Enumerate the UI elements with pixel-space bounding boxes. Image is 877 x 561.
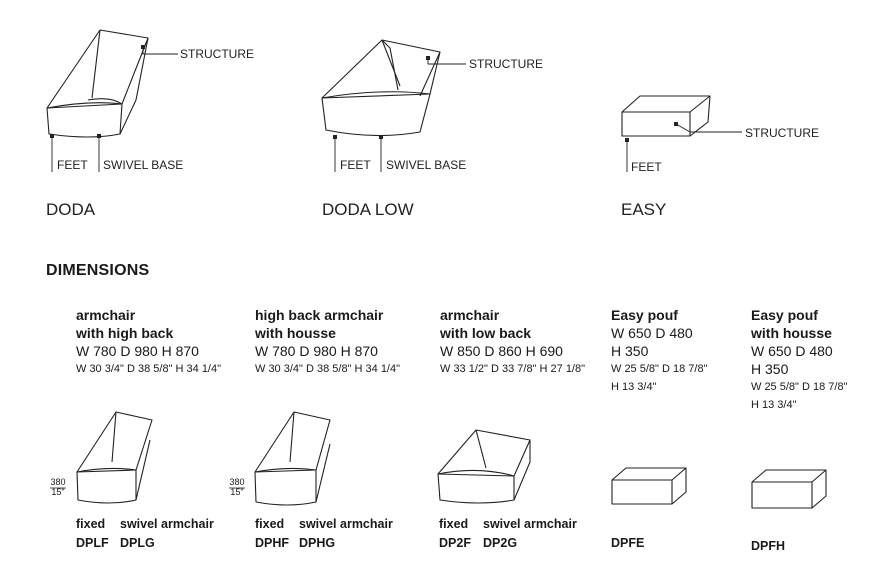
doda-swivel-base-label: SWIVEL BASE xyxy=(103,158,184,172)
easy-structure-label: STRUCTURE xyxy=(745,126,819,140)
product-dp2f: armchair with low back W 850 D 860 H 690… xyxy=(440,306,585,378)
product-name-line1: armchair xyxy=(76,307,136,323)
doda-low-feet-label: FEET xyxy=(340,158,371,172)
seat-height-mm: 380 xyxy=(50,477,66,487)
code-dpfe: DPFE xyxy=(611,536,645,550)
dimensions-inches: W 33 1/2" D 33 7/8" H 27 1/8" xyxy=(440,363,586,375)
dpfe-drawing xyxy=(611,467,687,505)
seat-height-in: 15" xyxy=(51,487,65,497)
variant-swivel-label: swivel armchair xyxy=(483,517,577,531)
dimensions-mm: W 780 D 980 H 870 xyxy=(76,343,199,359)
doda-feet-label: FEET xyxy=(57,158,88,172)
dplf-drawing xyxy=(76,411,153,504)
seat-height-note-dphf: 380 15" xyxy=(226,477,248,497)
product-dpfh: Easy pouf with housse W 650 D 480 H 350 … xyxy=(751,306,847,414)
doda-low-drawing xyxy=(321,39,441,137)
dphf-drawing xyxy=(254,411,331,506)
variant-fixed-label: fixed xyxy=(439,517,469,531)
dimensions-mm-1: W 650 D 480 xyxy=(611,325,693,341)
codes-dphf: fixed swivel armchair DPHF DPHG xyxy=(255,515,393,553)
product-name-line2: with housse xyxy=(255,325,336,341)
variant-fixed-code: DP2F xyxy=(439,536,471,550)
doda-drawing xyxy=(46,29,149,138)
variant-fixed-code: DPHF xyxy=(255,536,290,550)
doda-title: DODA xyxy=(46,200,96,219)
dp2f-drawing xyxy=(437,429,531,504)
product-dplf: armchair with high back W 780 D 980 H 87… xyxy=(76,306,221,378)
dimensions-inches-1: W 25 5/8" D 18 7/8" xyxy=(751,381,848,393)
dimensions-inches-2: H 13 3/4" xyxy=(751,399,797,411)
dpfh-drawing xyxy=(751,469,827,509)
variant-fixed-label: fixed xyxy=(76,517,106,531)
dimensions-mm: W 780 D 980 H 870 xyxy=(255,343,378,359)
easy-title: EASY xyxy=(621,200,667,219)
dimensions-inches: W 30 3/4" D 38 5/8" H 34 1/4" xyxy=(76,363,222,375)
dimensions-mm-2: H 350 xyxy=(751,361,789,377)
variant-fixed-code: DPLF xyxy=(76,536,109,550)
seat-height-mm: 380 xyxy=(229,477,245,487)
variant-swivel-code: DPHG xyxy=(299,536,336,550)
variant-swivel-code: DPLG xyxy=(120,536,155,550)
dimensions-mm: W 850 D 860 H 690 xyxy=(440,343,563,359)
variant-swivel-label: swivel armchair xyxy=(299,517,393,531)
variant-fixed-label: fixed xyxy=(255,517,285,531)
seat-height-note-dplf: 380 15" xyxy=(47,477,69,497)
dimensions-mm-2: H 350 xyxy=(611,343,649,359)
seat-height-in: 15" xyxy=(230,487,244,497)
product-name-line1: high back armchair xyxy=(255,307,384,323)
product-name-line2: with low back xyxy=(440,325,532,341)
dimensions-heading: DIMENSIONS xyxy=(46,262,150,279)
codes-dplf: fixed swivel armchair DPLF DPLG xyxy=(76,515,214,553)
codes-dp2f: fixed swivel armchair DP2F DP2G xyxy=(439,515,577,553)
variant-swivel-code: DP2G xyxy=(483,536,518,550)
dimensions-inches: W 30 3/4" D 38 5/8" H 34 1/4" xyxy=(255,363,401,375)
code-dpfh: DPFH xyxy=(751,539,786,553)
product-dpfe: Easy pouf W 650 D 480 H 350 W 25 5/8" D … xyxy=(611,306,707,396)
product-name-line1: armchair xyxy=(440,307,500,323)
doda-low-title: DODA LOW xyxy=(322,200,414,219)
doda-low-structure-label: STRUCTURE xyxy=(469,57,543,71)
doda-low-swivel-base-label: SWIVEL BASE xyxy=(386,158,467,172)
product-name-line2: with high back xyxy=(76,325,174,341)
easy-drawing xyxy=(621,95,711,137)
product-name-line1: Easy pouf xyxy=(611,307,678,323)
easy-feet-label: FEET xyxy=(631,160,662,174)
variant-swivel-label: swivel armchair xyxy=(120,517,214,531)
product-name-line1: Easy pouf xyxy=(751,307,818,323)
product-name-line2: with housse xyxy=(751,325,832,341)
product-dphf: high back armchair with housse W 780 D 9… xyxy=(255,306,400,378)
doda-structure-label: STRUCTURE xyxy=(180,47,254,61)
dimensions-inches-1: W 25 5/8" D 18 7/8" xyxy=(611,363,708,375)
dimensions-inches-2: H 13 3/4" xyxy=(611,381,657,393)
dimensions-mm-1: W 650 D 480 xyxy=(751,343,833,359)
